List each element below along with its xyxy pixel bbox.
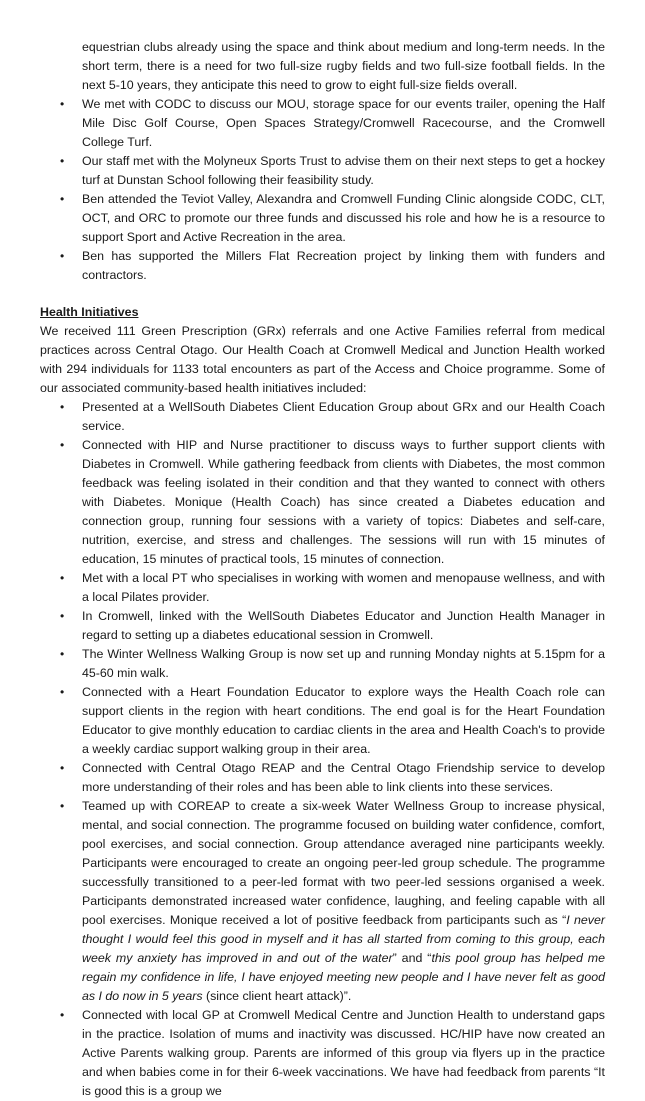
list-item: •We met with CODC to discuss our MOU, st…	[60, 97, 605, 149]
list-item: •Connected with local GP at Cromwell Med…	[60, 1008, 605, 1098]
bullet-icon: •	[60, 609, 65, 623]
list-item: •Ben attended the Teviot Valley, Alexand…	[60, 192, 605, 244]
list-item: •Presented at a WellSouth Diabetes Clien…	[60, 400, 605, 433]
list-item: •The Winter Wellness Walking Group is no…	[60, 647, 605, 680]
bullet-icon: •	[60, 192, 65, 206]
health-bullet-list: •Presented at a WellSouth Diabetes Clien…	[40, 398, 605, 1101]
bullet-icon: •	[60, 97, 65, 111]
bullet-icon: •	[60, 799, 65, 813]
list-item: •Connected with a Heart Foundation Educa…	[60, 685, 605, 756]
bullet-icon: •	[60, 571, 65, 585]
document-page: equestrian clubs already using the space…	[40, 38, 605, 1101]
list-item-water-wellness: •Teamed up with COREAP to create a six-w…	[60, 799, 606, 1003]
list-item: •Met with a local PT who specialises in …	[60, 571, 605, 604]
bullet-icon: •	[60, 249, 65, 263]
health-intro-paragraph: We received 111 Green Prescription (GRx)…	[40, 324, 605, 395]
list-item: •Ben has supported the Millers Flat Recr…	[60, 249, 605, 282]
list-item: •Connected with Central Otago REAP and t…	[60, 761, 605, 794]
list-item: •Our staff met with the Molyneux Sports …	[60, 154, 605, 187]
bullet-icon: •	[60, 1008, 65, 1022]
continuation-paragraph: equestrian clubs already using the space…	[82, 40, 605, 92]
bullet-icon: •	[60, 761, 65, 775]
bullet-icon: •	[60, 400, 65, 414]
list-item: •Connected with HIP and Nurse practition…	[60, 438, 605, 566]
facilities-bullet-list: •We met with CODC to discuss our MOU, st…	[40, 95, 605, 285]
section-heading-health: Health Initiatives	[40, 305, 139, 319]
bullet-icon: •	[60, 154, 65, 168]
bullet-icon: •	[60, 685, 65, 699]
bullet-icon: •	[60, 647, 65, 661]
list-item: •In Cromwell, linked with the WellSouth …	[60, 609, 605, 642]
bullet-icon: •	[60, 438, 65, 452]
